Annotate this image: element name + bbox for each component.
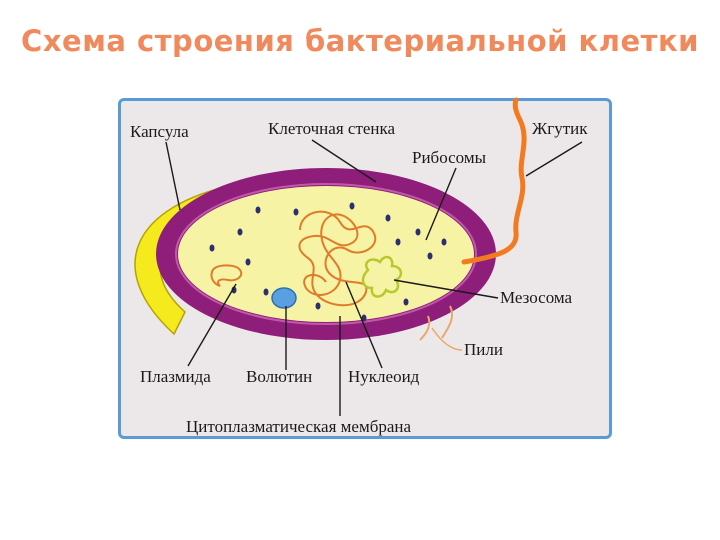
nucleoid-shape — [298, 210, 376, 307]
ribosome-dot — [415, 228, 421, 236]
ribosome-dot — [385, 214, 391, 222]
ribosomes-group — [209, 202, 447, 322]
volutin-shape — [271, 287, 297, 309]
ribosome-dot — [315, 302, 321, 310]
cytoplasm-shape — [178, 186, 474, 322]
ribosome-dot — [427, 252, 433, 260]
leader-lines — [165, 139, 583, 416]
leader-line-plasmid — [187, 283, 237, 367]
ribosome-dot — [293, 208, 299, 216]
pili-shape — [441, 305, 454, 339]
ribosome-dot — [237, 228, 243, 236]
flagellum-shape — [461, 97, 527, 265]
plasmid-shape — [210, 264, 243, 287]
ribosome-dot — [263, 288, 269, 296]
label-flagellum: Жгутик — [532, 119, 588, 138]
leader-line-pili — [431, 327, 463, 351]
label-pili: Пили — [464, 340, 503, 359]
ribosome-dot — [395, 238, 401, 246]
pili-shape — [419, 315, 431, 341]
label-volutin: Волютин — [246, 367, 312, 386]
label-capsule: Капсула — [130, 122, 189, 141]
label-nucleoid: Нуклеоид — [348, 367, 420, 386]
label-plasmid: Плазмида — [140, 367, 211, 386]
ribosome-dot — [441, 238, 447, 246]
leader-line-cell-wall — [311, 139, 377, 183]
label-membrane: Цитоплазматическая мембрана — [186, 417, 411, 436]
leader-line-nucleoid — [345, 281, 383, 369]
leader-line-flagellum — [525, 141, 583, 177]
ribosome-dot — [209, 244, 215, 252]
ribosome-dot — [245, 258, 251, 266]
leader-line-mesosome — [393, 279, 499, 299]
leader-line-capsule — [165, 141, 181, 211]
ribosome-dot — [403, 298, 409, 306]
page-title: Схема строения бактериальной клетки — [21, 24, 699, 58]
ribosome-dot — [255, 206, 261, 214]
leader-line-ribosomes — [425, 167, 457, 241]
label-cell-wall: Клеточная стенка — [268, 119, 396, 138]
ribosome-dot — [349, 202, 355, 210]
label-ribosomes: Рибосомы — [412, 148, 487, 167]
cytoplasmic-membrane-shape — [175, 183, 477, 325]
label-mesosome: Мезосома — [500, 288, 573, 307]
ribosome-dot — [361, 314, 367, 322]
